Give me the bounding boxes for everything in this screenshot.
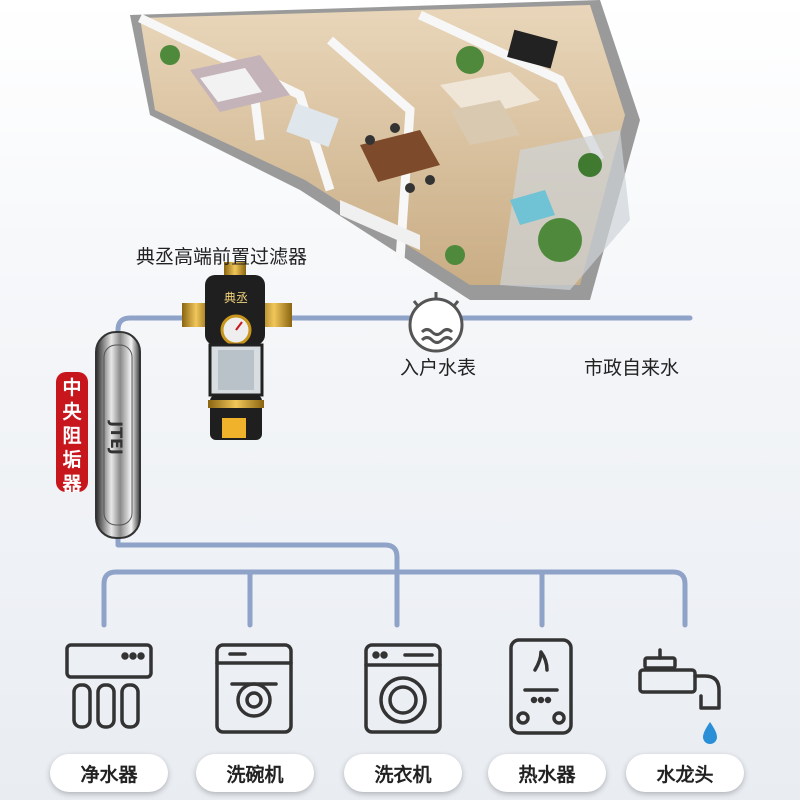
dishwasher-icon [215,643,293,734]
scale-blocker-device: JTEJ [95,331,141,539]
prefilter-title: 典丞高端前置过滤器 [136,246,308,268]
filter-brand-text: 典丞 [224,291,248,305]
water-meter-label: 入户水表 [400,357,477,379]
apartment-illustration [130,0,640,300]
appliance-label-dishwasher: 洗碗机 [196,754,314,792]
water-meter-icon [408,292,464,353]
water-drop-icon [703,722,717,744]
main-supply-pipe [115,315,693,348]
appliance-label-purifier: 净水器 [50,754,168,792]
appliance-label-faucet: 水龙头 [626,754,744,792]
descent-pipe [115,532,400,575]
pipe-network [101,315,693,628]
water-heater-icon [509,638,573,735]
appliance-label-heater: 热水器 [488,754,606,792]
badge-char: 器 [62,473,82,495]
water-purifier-icon [65,643,153,729]
scale-blocker-badge: 中 央 阻 垢 器 [56,372,88,495]
badge-char: 央 [62,401,82,423]
badge-char: 中 [62,377,82,399]
prefilter-device: 典丞 [182,262,292,440]
badge-char: 垢 [62,449,82,471]
faucet-icon [638,648,721,710]
municipal-water-label: 市政自来水 [584,357,680,379]
scale-blocker-logo: JTEJ [107,420,126,455]
washing-machine-icon [364,643,442,734]
appliance-label-washer: 洗衣机 [344,754,462,792]
badge-char: 阻 [62,425,82,447]
